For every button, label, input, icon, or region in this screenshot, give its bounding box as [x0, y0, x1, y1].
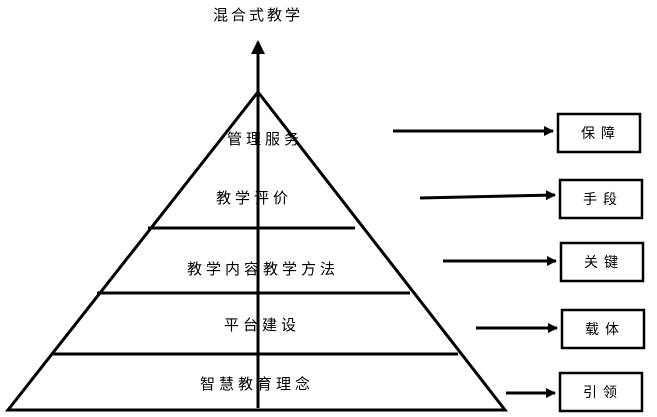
level-label-evaluation: 教学评价 [216, 189, 292, 207]
role-label-guarantee: 保障 [581, 126, 621, 142]
level-label-content-method: 教学内容教学方法 [187, 260, 339, 278]
role-box-means [558, 178, 644, 220]
role-box-key [559, 241, 645, 283]
role-label-carrier: 载体 [585, 322, 625, 338]
pyramid-outline [4, 89, 509, 412]
level-label-concept: 智慧教育理念 [200, 375, 314, 393]
role-box-carrier [560, 308, 646, 350]
role-box-leading [558, 371, 644, 413]
diagram-title: 混合式教学 [213, 6, 303, 24]
role-label-means: 手段 [583, 192, 623, 208]
level-label-platform: 平台建设 [224, 316, 300, 334]
role-label-leading: 引领 [583, 385, 623, 401]
role-label-key: 关键 [584, 255, 624, 271]
role-box-guarantee [556, 112, 642, 154]
level-label-management: 管理服务 [227, 130, 303, 148]
arrow-evaluation [419, 190, 556, 201]
